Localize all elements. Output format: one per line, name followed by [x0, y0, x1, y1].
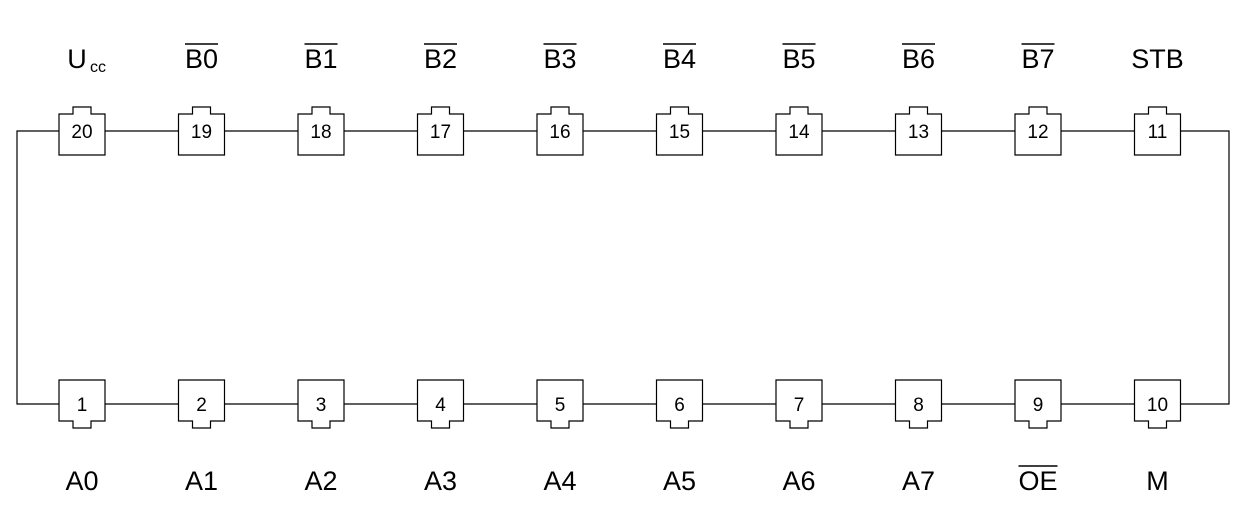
pin-8: 8A7 [894, 379, 943, 496]
pin-socket [1014, 106, 1062, 156]
pin-socket [655, 106, 704, 156]
pin-number: 9 [1033, 395, 1044, 416]
pin-socket [655, 379, 704, 429]
pin-number: 2 [196, 395, 207, 416]
pin-number: 6 [674, 395, 685, 416]
pin-19: 19 B0 [177, 43, 226, 156]
pin-label: U [67, 44, 87, 74]
pin-number: 8 [913, 395, 924, 416]
pin-16: 16 B3 [536, 43, 584, 156]
pin-number: 4 [435, 395, 446, 416]
pin-13: 13 B6 [894, 43, 943, 156]
pin-socket [1014, 379, 1062, 429]
pin-2: 2A1 [177, 379, 226, 496]
pin-socket [775, 379, 823, 429]
pin-number: 16 [549, 122, 570, 143]
pin-socket [177, 106, 226, 156]
pin-15: 15 B4 [655, 43, 704, 156]
pin-14: 14 B5 [775, 43, 823, 156]
pin-label: A0 [65, 466, 98, 496]
pin-7: 7A6 [775, 379, 823, 496]
pin-label: A4 [543, 466, 576, 496]
pin-9: 9OE [1014, 379, 1062, 496]
pin-socket [536, 379, 584, 429]
pin-4: 4A3 [416, 379, 465, 496]
pin-label: B1 [304, 44, 337, 74]
pin-number: 7 [794, 395, 805, 416]
pin-label: B3 [543, 44, 576, 74]
pin-socket [894, 106, 943, 156]
pin-label: STB [1131, 44, 1184, 74]
pin-socket [536, 106, 584, 156]
pin-socket [416, 379, 465, 429]
chip-outline-right [1157, 130, 1230, 405]
pin-socket [416, 106, 465, 156]
pin-number: 13 [908, 122, 929, 143]
chip-body [16, 130, 1230, 405]
pin-label: A7 [902, 466, 935, 496]
pin-18: 18 B1 [297, 43, 345, 156]
pin-number: 1 [77, 395, 88, 416]
pin-socket [775, 106, 823, 156]
pin-17: 17 B2 [416, 43, 465, 156]
pin-label: A1 [185, 466, 218, 496]
pin-socket [1133, 379, 1182, 429]
pin-label: M [1146, 466, 1169, 496]
pin-label: A2 [304, 466, 337, 496]
pin-number: 14 [788, 122, 810, 143]
pin-number: 3 [316, 395, 327, 416]
pin-label: B2 [424, 44, 457, 74]
pin-label: B6 [902, 44, 935, 74]
pin-number: 10 [1147, 395, 1168, 416]
pin-12: 12 B7 [1014, 43, 1062, 156]
pin-label: A6 [782, 466, 815, 496]
pin-number: 18 [310, 122, 331, 143]
pin-number: 11 [1148, 122, 1168, 143]
pin-socket [297, 106, 345, 156]
pin-label: B4 [663, 44, 696, 74]
pin-label-subscript: cc [90, 59, 106, 76]
pin-socket [894, 379, 943, 429]
pin-label: A3 [424, 466, 457, 496]
pin-number: 15 [669, 122, 690, 143]
pin-10: 10M [1133, 379, 1182, 496]
pin-label: OE [1018, 466, 1057, 496]
pin-socket [1133, 106, 1182, 156]
pin-socket [58, 106, 106, 156]
pin-label: B7 [1021, 44, 1054, 74]
pin-number: 20 [71, 122, 92, 143]
pin-label: B5 [782, 44, 815, 74]
chip-outline-left [16, 130, 82, 405]
pin-3: 3A2 [297, 379, 345, 496]
pin-5: 5A4 [536, 379, 584, 496]
pin-1: 1A0 [58, 379, 106, 496]
pin-socket [297, 379, 345, 429]
pin-number: 17 [430, 122, 451, 143]
pin-number: 19 [191, 122, 212, 143]
pin-number: 5 [555, 395, 566, 416]
pin-6: 6A5 [655, 379, 704, 496]
pin-label: A5 [663, 466, 696, 496]
pin-label: B0 [185, 44, 218, 74]
pin-socket [58, 379, 106, 429]
pin-number: 12 [1027, 122, 1048, 143]
pin-11: 11 STB [1131, 44, 1184, 156]
pin-socket [177, 379, 226, 429]
